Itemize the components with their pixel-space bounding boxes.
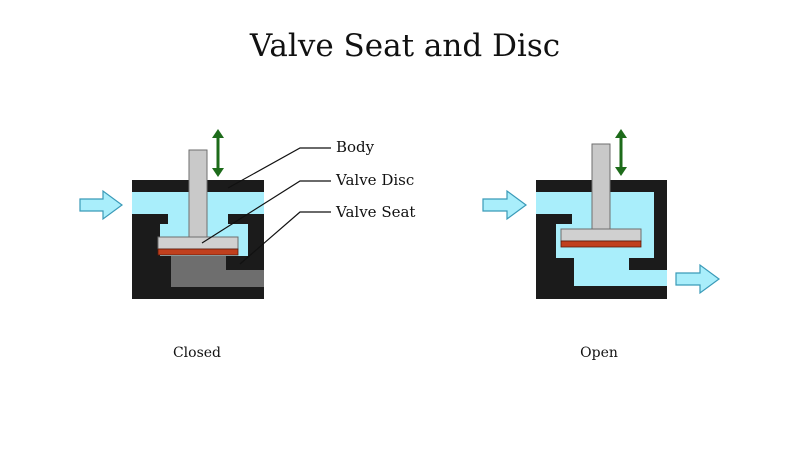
leader-seat	[239, 211, 331, 265]
label-valve-disc: Valve Disc	[335, 171, 414, 189]
leader-lines	[201, 147, 331, 265]
caption-open: Open	[580, 345, 618, 361]
inlet-flow-arrow-closed	[79, 189, 124, 221]
leader-body	[227, 147, 331, 189]
disc-face-open	[560, 240, 642, 248]
caption-closed: Closed	[173, 345, 221, 361]
stem-motion-arrow-closed	[212, 129, 224, 177]
valve-stem-open	[591, 143, 611, 231]
valve-disc-open	[560, 228, 642, 242]
disc-face-closed	[157, 248, 239, 256]
valve-seat-closed	[171, 256, 264, 287]
leader-disc	[201, 180, 331, 244]
closed-valve	[79, 129, 264, 299]
label-body: Body	[336, 138, 375, 156]
stem-motion-arrow-open	[615, 129, 627, 176]
open-valve	[482, 129, 721, 299]
diagram-title: Valve Seat and Disc	[249, 28, 560, 64]
valve-stem-closed	[188, 149, 208, 239]
valve-disc-closed	[157, 236, 239, 250]
inlet-flow-arrow-open	[482, 189, 528, 221]
outlet-flow-arrow-open	[675, 263, 721, 295]
label-valve-seat: Valve Seat	[335, 203, 415, 221]
